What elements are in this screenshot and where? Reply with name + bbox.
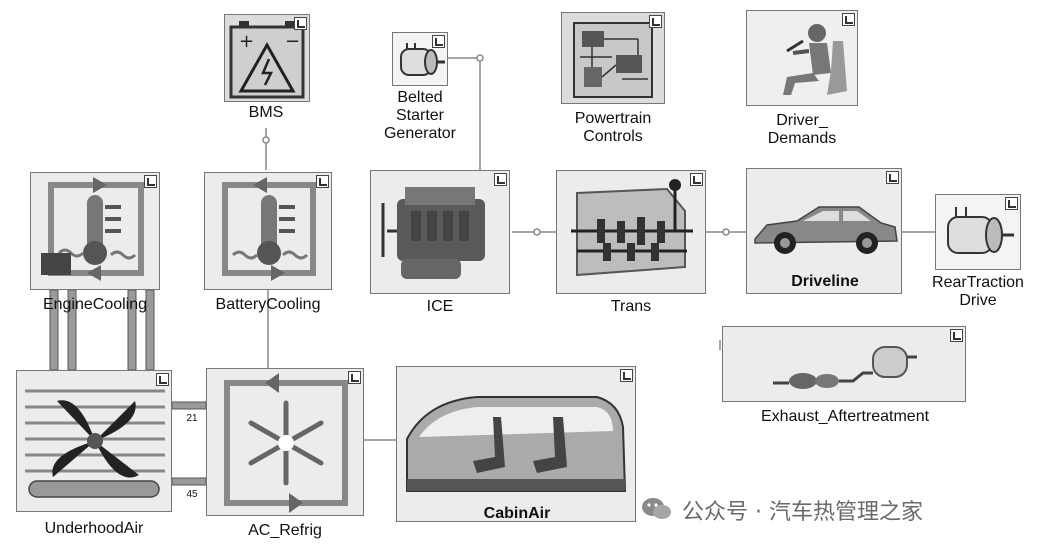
- ice-block[interactable]: [370, 170, 510, 294]
- expand-icon[interactable]: [649, 15, 662, 28]
- coolant-thermometer-icon: [41, 177, 144, 281]
- coolant-thermometer-icon: [222, 177, 316, 281]
- expand-icon[interactable]: [690, 173, 703, 186]
- sedan-car-icon: [754, 206, 898, 254]
- engine-cooling-label: EngineCooling: [42, 296, 148, 313]
- cabin-air-label: CabinAir: [483, 505, 551, 522]
- expand-icon[interactable]: [950, 329, 963, 342]
- gearbox-icon: [571, 179, 693, 277]
- trans-label: Trans: [610, 298, 652, 315]
- watermark: 公众号 · 汽车热管理之家: [640, 492, 1020, 526]
- ice-label: ICE: [426, 298, 454, 315]
- starter-generator-block[interactable]: [392, 32, 448, 86]
- driveline-block[interactable]: Driveline: [746, 168, 902, 294]
- underhood-air-label: UnderhoodAir: [44, 520, 144, 537]
- battery-warning-icon: + −: [229, 21, 305, 99]
- driveline-label: Driveline: [791, 273, 859, 290]
- expand-icon[interactable]: [316, 175, 329, 188]
- port-label-upper: 21: [186, 413, 198, 424]
- expand-icon[interactable]: [620, 369, 633, 382]
- trans-block[interactable]: [556, 170, 706, 294]
- driver-demands-label: Driver_Demands: [767, 112, 837, 147]
- powertrain-controls-block[interactable]: [561, 12, 665, 104]
- exhaust-aftertreatment-block[interactable]: [722, 326, 966, 402]
- svg-text:+: +: [239, 31, 254, 52]
- watermark-text: 公众号 · 汽车热管理之家: [682, 500, 923, 525]
- battery-cooling-label: BatteryCooling: [215, 296, 321, 313]
- battery-cooling-block[interactable]: [204, 172, 332, 290]
- snowflake-icon: [224, 373, 348, 513]
- engine-cooling-block[interactable]: [30, 172, 160, 290]
- engine-icon: [381, 187, 485, 279]
- circuit-board-icon: [573, 22, 653, 98]
- bms-block[interactable]: + −: [224, 14, 310, 102]
- expand-icon[interactable]: [494, 173, 507, 186]
- expand-icon[interactable]: [144, 175, 157, 188]
- expand-icon[interactable]: [886, 171, 899, 184]
- muffler-icon: [773, 346, 917, 389]
- rear-traction-drive-block[interactable]: [935, 194, 1021, 270]
- port-label-lower: 45: [186, 489, 198, 500]
- expand-icon[interactable]: [348, 371, 361, 384]
- expand-icon[interactable]: [1005, 197, 1018, 210]
- underhood-air-block[interactable]: [16, 370, 172, 512]
- exhaust-aftertreatment-label: Exhaust_Aftertreatment: [760, 408, 930, 425]
- expand-icon[interactable]: [432, 35, 445, 48]
- cabin-air-block[interactable]: CabinAir: [396, 366, 636, 522]
- expand-icon[interactable]: [842, 13, 855, 26]
- electric-motor-icon: [400, 43, 445, 76]
- expand-icon[interactable]: [294, 17, 307, 30]
- svg-text:−: −: [285, 31, 300, 52]
- bms-label: BMS: [248, 104, 284, 121]
- electric-motor-icon: [947, 207, 1014, 254]
- expand-icon[interactable]: [156, 373, 169, 386]
- driver-demands-block[interactable]: [746, 10, 858, 106]
- car-cabin-icon: [406, 396, 627, 492]
- ac-refrig-label: AC_Refrig: [248, 522, 322, 539]
- radiator-fan-icon: [25, 389, 165, 498]
- seated-driver-icon: [783, 24, 847, 95]
- wechat-icon: [642, 498, 671, 519]
- ac-refrig-block[interactable]: [206, 368, 364, 516]
